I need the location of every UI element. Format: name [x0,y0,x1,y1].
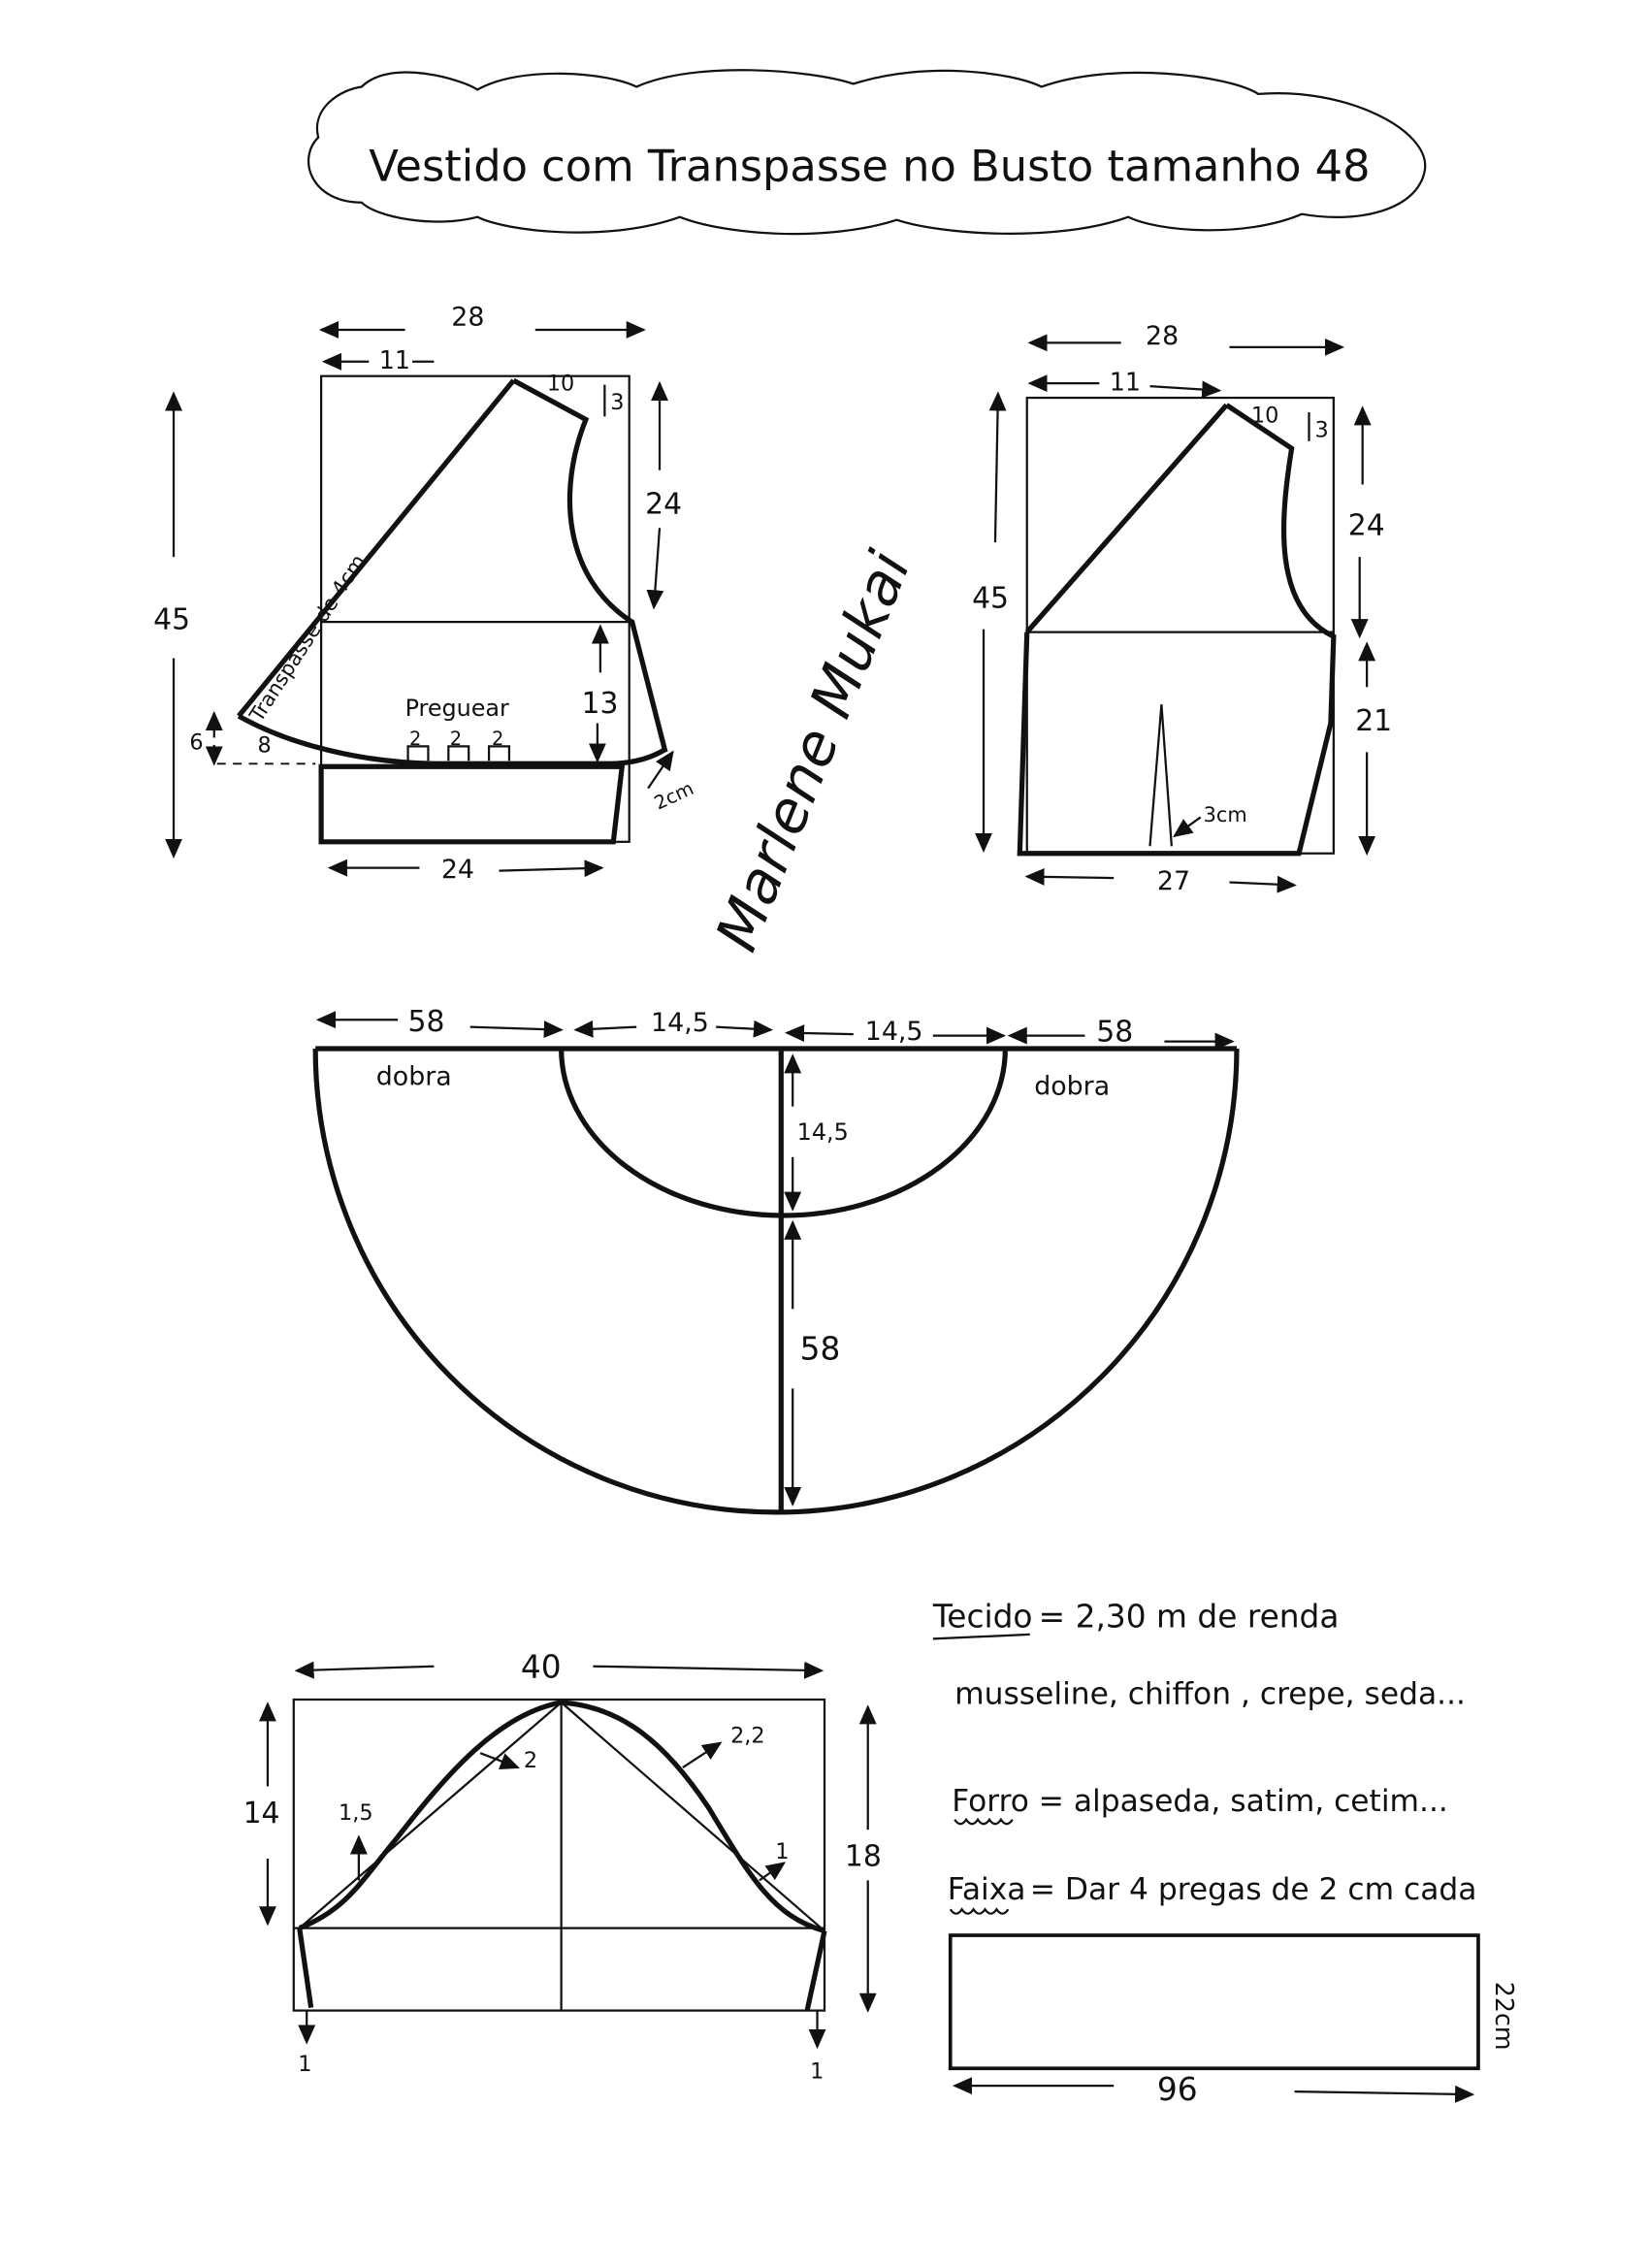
fabric-text-line2: musseline, chiffon , crepe, seda... [954,1676,1466,1711]
pattern-title: Vestido com Transpasse no Busto tamanho … [369,140,1370,191]
sleeve-width-label: 40 [521,1649,562,1686]
lining-label: Forro [952,1784,1029,1819]
skirt-inner-depth-label: 14,5 [797,1118,849,1146]
skirt-left-radius-label: 58 [408,1005,445,1039]
pleat-mark: 2 [450,728,462,750]
sleeve-left-curve-label: 1,5 [339,1800,373,1826]
fabric-text: = 2,30 m de renda [1039,1598,1340,1635]
sleeve-right-hem-label: 1 [810,2059,824,2085]
skirt-left-inner-label: 14,5 [651,1008,709,1038]
overlap-label: Transpasse de 4cm [244,550,371,727]
back-shoulder-offset-label: 11 [1110,368,1141,397]
side-extension-label: 2cm [651,777,697,815]
back-bodice-pattern: 28 11 10 3 24 45 21 3cm 27 [972,321,1392,896]
sash-height-label: 22cm [1490,1982,1519,2051]
overlap-extension-label: 8 [257,732,271,758]
back-total-height-label: 45 [972,581,1009,615]
fabric-label: Tecido [932,1598,1033,1635]
dart-width-label: 3cm [1204,803,1247,826]
overlap-height-label: 6 [189,729,203,755]
front-shoulder-label: 10 [547,372,574,397]
skirt-length-label: 58 [800,1331,841,1368]
back-bottom-width-label: 27 [1157,866,1190,896]
pleat-label: Preguear [405,695,509,722]
fabric-notes: Tecido = 2,30 m de renda musseline, chif… [932,1598,1477,1915]
back-lower-height-label: 21 [1355,704,1392,738]
fold-right-label: dobra [1034,1072,1110,1102]
front-waist-height-label: 13 [581,687,618,721]
back-armhole-label: 24 [1348,509,1385,543]
waistband-width-label: 24 [441,855,474,885]
back-shoulder-label: 10 [1251,403,1278,428]
skirt-right-inner-label: 14,5 [865,1017,923,1047]
skirt-pattern: 58 14,5 14,5 58 dobra dobra 14,5 58 [312,1005,1240,1515]
sleeve-left-height-label: 14 [243,1797,280,1831]
sleeve-pattern: 40 14 18 1,5 2 2,2 1 1 1 [243,1649,882,2085]
front-total-height-label: 45 [153,603,190,637]
pleat-mark: 2 [492,728,503,750]
front-bodice-pattern: 28 11 10 3 24 45 13 Preguear 2 2 2 Trans… [153,302,696,885]
front-shoulder-offset-label: 11 [379,345,410,374]
back-shoulder-drop-label: 3 [1314,417,1328,442]
lining-text: = alpaseda, satim, cetim... [1039,1784,1448,1819]
pleat-marks: 2 2 2 [406,728,511,761]
sleeve-right-height-label: 18 [845,1839,882,1873]
sleeve-left-hem-label: 1 [298,2052,311,2077]
title-cloud: Vestido com Transpasse no Busto tamanho … [307,69,1427,236]
sleeve-left-upper-curve-label: 2 [524,1748,537,1773]
pleat-mark: 2 [409,728,421,750]
sleeve-right-curve-label: 1 [775,1839,789,1864]
sash-text: = Dar 4 pregas de 2 cm cada [1030,1872,1477,1907]
fold-left-label: dobra [376,1061,452,1091]
sash-pattern: 22cm 96 [948,1933,1519,2108]
front-armhole-label: 24 [645,487,682,521]
signature: Marlene Mukai [703,542,923,960]
sash-width-label: 96 [1157,2071,1198,2108]
sash-label: Faixa [948,1872,1026,1907]
front-width-label: 28 [451,302,484,332]
front-shoulder-drop-label: 3 [610,390,624,415]
skirt-right-radius-label: 58 [1096,1016,1133,1050]
back-width-label: 28 [1146,321,1179,351]
sleeve-right-upper-curve-label: 2,2 [730,1724,765,1749]
